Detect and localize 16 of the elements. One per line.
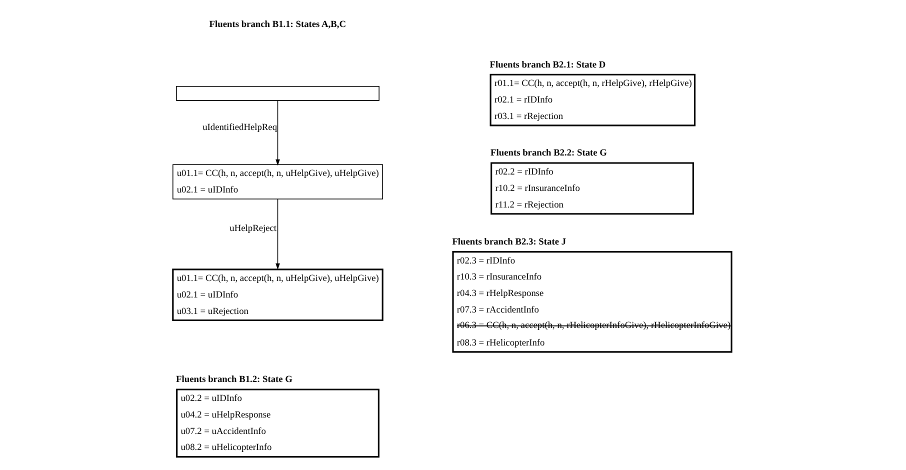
edge-label: uIdentifiedHelpReq (202, 123, 278, 134)
node-box: r02.3 = rIDInfo r10.3 = rInsuranceInfo r04.3 = rHelpResponse r07.3 = rAccidentInfo r06.3 = CC(h, n, accept(h, n, rHelicopterInfoGive), rHelicopterInfoGive) r08.3 = rHelicopterInfo (452, 251, 732, 353)
edge-label: uHelpReject (230, 224, 277, 234)
node-box: u02.2 = uIDInfo u04.2 = uHelpResponse u07.2 = uAccidentInfo u08.2 = uHelicopterInfo (176, 388, 380, 458)
node-box: r01.1= CC(h, n, accept(h, n, rHelpGive), rHelpGive) r02.1 = rIDInfo r03.1 = rRejection (490, 74, 696, 126)
node-label: Fluents branch B2.3: State J (452, 237, 566, 248)
node-box (176, 86, 380, 101)
node-box: u01.1= CC(h, n, accept(h, n, uHelpGive), uHelpGive) u02.1 = uIDInfo (172, 164, 383, 200)
arrow (276, 198, 280, 270)
arrow (276, 100, 280, 166)
node-label: Fluents branch B2.2: State G (490, 148, 607, 159)
node-label: Fluents branch B2.1: State D (490, 60, 606, 70)
node-box: r02.2 = rIDInfo r10.2 = rInsuranceInfo r11.2 = rRejection (490, 162, 694, 215)
node-box: u01.1= CC(h, n, accept(h, n, uHelpGive), uHelpGive) u02.1 = uIDInfo u03.1 = uRejection (172, 268, 384, 322)
label: Fluents branch B1.1: States A,B,C (209, 20, 346, 30)
node-label: Fluents branch B1.2: State G (176, 375, 292, 386)
